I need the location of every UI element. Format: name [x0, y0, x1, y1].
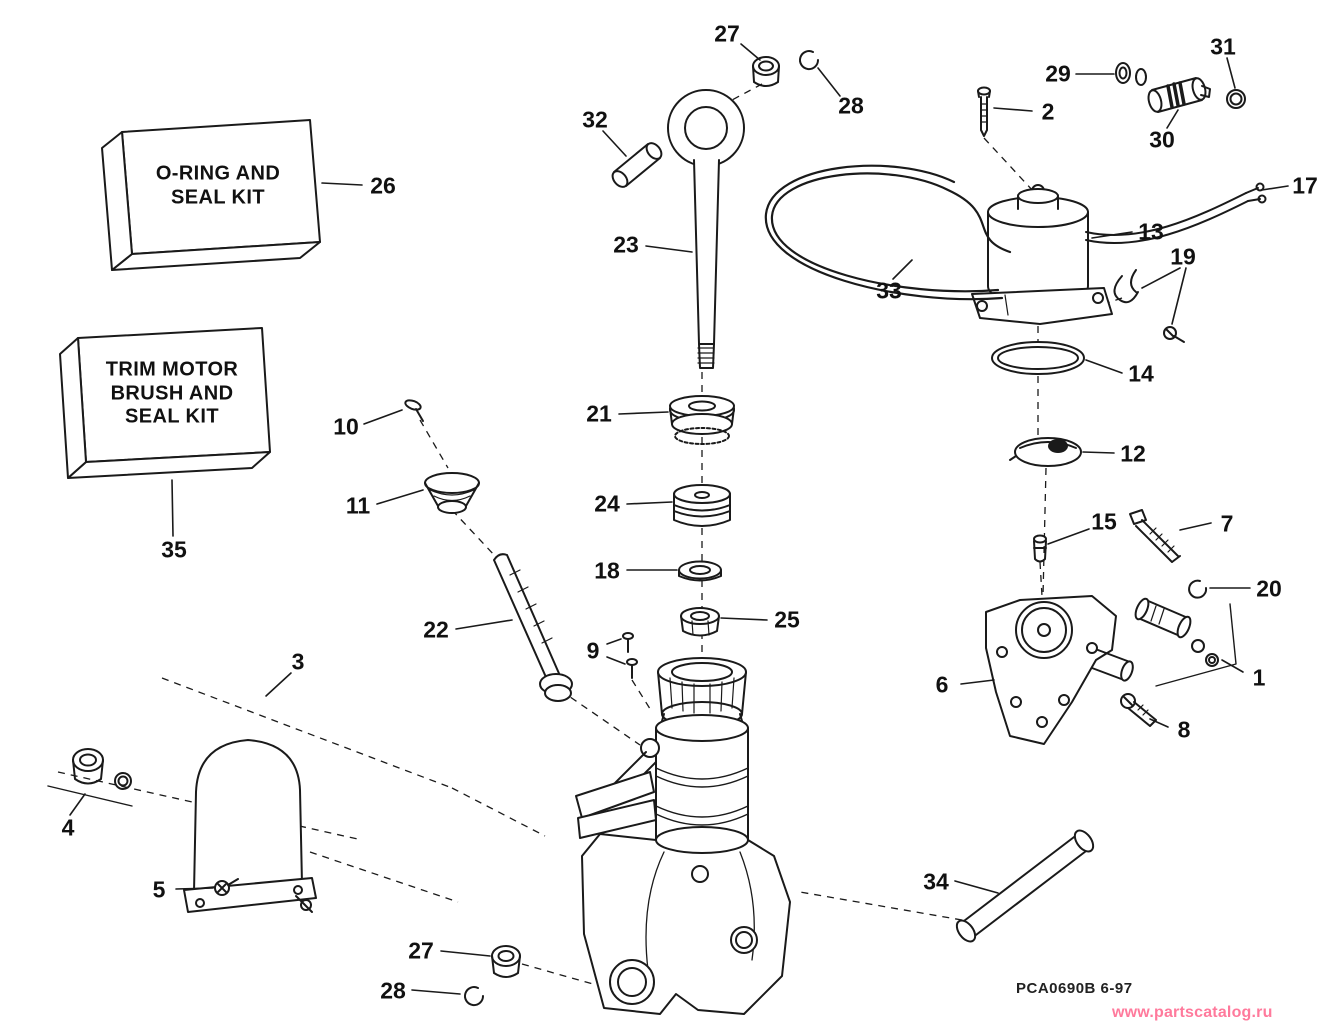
part-callout-4: 4	[61, 814, 75, 841]
part-21-cap	[669, 395, 735, 445]
part-28-bottom-snap-ring	[464, 986, 485, 1007]
part-callout-20: 20	[1256, 575, 1282, 602]
part-callout-27-top: 27	[714, 20, 740, 47]
part-callout-13: 13	[1138, 218, 1164, 245]
part-callout-7: 7	[1220, 510, 1234, 537]
part-27-top-bushing	[752, 56, 780, 87]
trim-motor-kit-label-line1: TRIM MOTOR	[105, 358, 239, 381]
part-29-seal-washers	[1115, 62, 1147, 86]
part-callout-6: 6	[935, 671, 949, 698]
part-24-piston	[673, 484, 731, 527]
part-callout-5: 5	[152, 876, 166, 903]
part-callout-24: 24	[594, 490, 620, 517]
part-20-snap-ring	[1188, 579, 1208, 599]
oring-kit-label-line2: SEAL KIT	[171, 186, 265, 208]
part-callout-26: 26	[370, 172, 396, 199]
part-17-wire-terminals	[1085, 182, 1267, 244]
part-6-manifold	[985, 595, 1134, 745]
part-32-pin	[611, 142, 663, 188]
part-33-wiring-harness	[764, 164, 1012, 301]
part-5-screw	[214, 878, 239, 896]
oring-kit-label: O-RING AND SEAL KIT	[156, 162, 280, 209]
part-28-top-snap-ring	[799, 50, 820, 71]
part-19-clip	[1113, 269, 1185, 343]
part-7-bolt	[1129, 509, 1181, 563]
part-callout-3: 3	[291, 648, 305, 675]
part-34-pin	[955, 829, 1095, 943]
watermark-url: www.partscatalog.ru	[1112, 1004, 1273, 1021]
part-12-filter	[1009, 437, 1082, 467]
part-8-screw	[1120, 693, 1157, 727]
part-14-oring	[991, 341, 1085, 375]
trim-motor-kit-label-line2: BRUSH AND	[110, 382, 234, 405]
part-callout-14: 14	[1128, 360, 1154, 387]
part-callout-8: 8	[1177, 716, 1191, 743]
part-25-nut	[680, 607, 720, 637]
part-13-trim-motor	[971, 184, 1113, 325]
part-callout-15: 15	[1091, 508, 1117, 535]
part-callout-32: 32	[582, 106, 608, 133]
part-callout-12: 12	[1120, 440, 1146, 467]
part-callout-9: 9	[586, 637, 600, 664]
part-callout-28-bottom: 28	[380, 977, 406, 1004]
drawing-code: PCA0690B 6-97	[1016, 980, 1133, 997]
part-callout-19: 19	[1170, 243, 1196, 270]
main-housing-assembly	[575, 657, 791, 1015]
part-callout-33: 33	[876, 277, 902, 304]
part-11-spring-seat	[424, 472, 480, 514]
part-27-bottom-bushing	[491, 945, 521, 978]
part-10-screw	[404, 399, 424, 422]
oring-seal-kit-box	[101, 119, 321, 271]
part-callout-21: 21	[586, 400, 612, 427]
part-callout-17: 17	[1292, 172, 1318, 199]
part-callout-35: 35	[161, 536, 187, 563]
part-4-bushing-oring	[47, 748, 133, 807]
part-callout-25: 25	[774, 606, 800, 633]
trim-motor-kit-box	[59, 327, 271, 479]
part-23-cylinder-rod	[667, 89, 745, 369]
part-callout-31: 31	[1210, 33, 1236, 60]
part-9-bleed-screws	[622, 632, 638, 679]
part-callout-34: 34	[923, 868, 949, 895]
part-15-valve-core	[1033, 534, 1047, 563]
part-callout-22: 22	[423, 616, 449, 643]
trim-motor-kit-label: TRIM MOTOR BRUSH AND SEAL KIT	[106, 359, 239, 430]
part-callout-29: 29	[1045, 60, 1071, 87]
part-1-valve-assembly	[1134, 597, 1237, 687]
part-22-tilt-rod	[493, 553, 573, 702]
part-callout-28-top: 28	[838, 92, 864, 119]
part-callout-18: 18	[594, 557, 620, 584]
part-callout-2: 2	[1041, 98, 1055, 125]
trim-motor-kit-label-line3: SEAL KIT	[125, 405, 219, 428]
part-callout-11: 11	[345, 492, 371, 519]
part-callout-30: 30	[1149, 126, 1175, 153]
leader-lines	[69, 43, 1289, 995]
part-31-oring	[1226, 89, 1246, 109]
part-3-reservoir	[183, 739, 317, 913]
part-30-connector	[1147, 77, 1211, 113]
part-18-washer	[678, 560, 722, 582]
part-2-screw	[977, 86, 991, 137]
part-callout-10: 10	[333, 413, 359, 440]
part-callout-1: 1	[1252, 664, 1266, 691]
part-callout-27-bottom: 27	[408, 937, 434, 964]
part-callout-23: 23	[613, 231, 639, 258]
oring-kit-label-line1: O-RING AND	[155, 162, 281, 185]
